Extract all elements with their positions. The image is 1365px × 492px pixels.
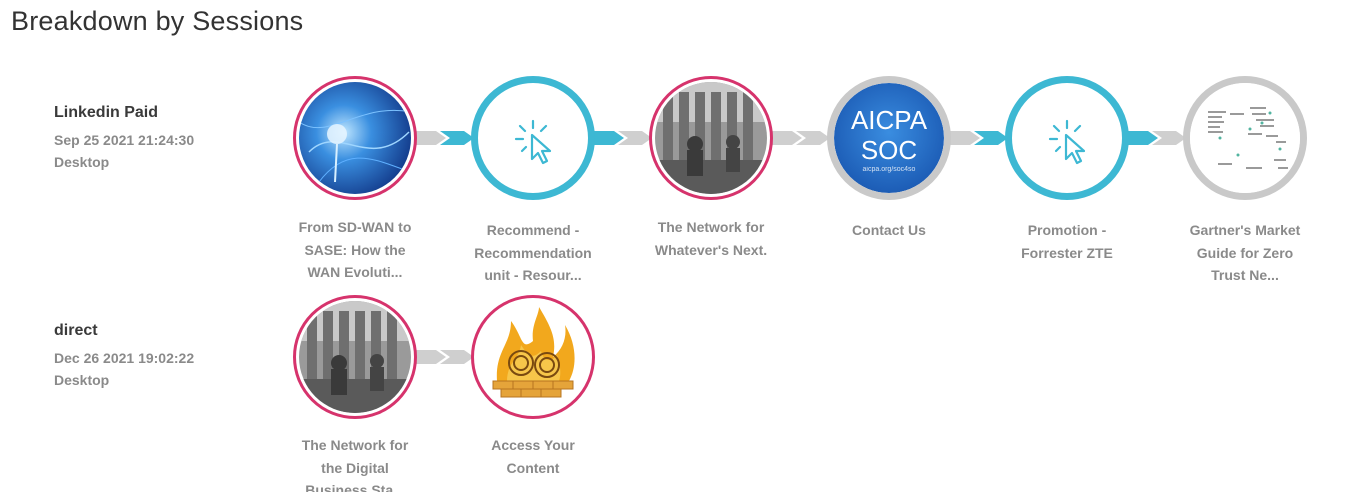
caption-line: Content [506, 459, 560, 476]
step-thumbnail[interactable] [1005, 76, 1129, 200]
session-row: Linkedin Paid Sep 25 2021 21:24:30 Deskt… [0, 76, 1365, 283]
step-thumbnail[interactable] [471, 295, 595, 419]
caption-line: Business Sta... [305, 482, 405, 492]
aicpa-soc-logo: AICPA SOC aicpa.org/soc4so [834, 105, 944, 175]
caption-line: Recommendation [474, 244, 592, 261]
step-thumbnail[interactable] [293, 295, 417, 419]
step-caption: From SD-WAN to SASE: How the WAN Evoluti… [265, 216, 445, 284]
caption-line: WAN Evoluti... [307, 264, 403, 280]
page-title: Breakdown by Sessions [11, 6, 304, 36]
caption-line: From SD-WAN to [298, 219, 412, 235]
step-caption: Recommend - Recommendation unit - Resour… [443, 219, 623, 287]
caption-line: the Digital [321, 459, 389, 476]
caption-line: Guide for Zero [1196, 244, 1294, 261]
caption-line: Whatever's Next. [654, 241, 768, 258]
network-light-image [299, 82, 411, 194]
logo-text: aicpa.org/soc4so [862, 166, 916, 173]
step-thumbnail[interactable] [649, 76, 773, 200]
session-source: direct [54, 322, 98, 339]
step-thumbnail[interactable] [471, 76, 595, 200]
vintage-switchboard-image [655, 82, 767, 194]
caption-line: Promotion - [1027, 222, 1107, 238]
step-caption: The Network for Whatever's Next. [621, 216, 801, 261]
caption-line: Recommend - [486, 222, 580, 238]
session-device: Desktop [54, 154, 110, 170]
flow-arrow [768, 131, 830, 145]
step-thumbnail[interactable] [293, 76, 417, 200]
click-cursor-icon [1048, 119, 1086, 165]
step-caption: Access Your Content [443, 434, 623, 479]
caption-line: unit - Resour... [484, 267, 582, 283]
session-info: Linkedin Paid Sep 25 2021 21:24:30 Deskt… [54, 104, 274, 173]
session-source: Linkedin Paid [54, 104, 159, 121]
session-row: direct Dec 26 2021 19:02:22 Desktop [0, 295, 1365, 492]
click-cursor-icon [514, 119, 552, 165]
step-caption: The Network for the Digital Business Sta… [265, 434, 445, 492]
vintage-switchboard-image [299, 301, 411, 413]
caption-line: Forrester ZTE [1021, 244, 1113, 261]
flow-arrow [412, 350, 474, 364]
session-info: direct Dec 26 2021 19:02:22 Desktop [54, 322, 274, 391]
flow-arrow [412, 131, 474, 145]
step-caption: Promotion - Forrester ZTE [977, 219, 1157, 264]
caption-line: Contact Us [852, 222, 926, 238]
logo-text: SOC [860, 135, 918, 165]
market-guide-chart-image [1190, 83, 1300, 193]
caption-line: Gartner's Market [1189, 222, 1301, 238]
logo-text: AICPA [850, 105, 928, 135]
session-datetime: Sep 25 2021 21:24:30 [54, 132, 195, 148]
session-datetime: Dec 26 2021 19:02:22 [54, 350, 195, 366]
step-caption: Contact Us [799, 219, 979, 242]
firewall-flame-image [492, 307, 575, 398]
caption-line: The Network for [657, 219, 765, 235]
caption-line: Trust Ne... [1211, 267, 1279, 283]
step-thumbnail[interactable]: AICPA SOC aicpa.org/soc4so [827, 76, 951, 200]
caption-line: The Network for [301, 437, 409, 453]
flow-arrow [1124, 131, 1186, 145]
flow-arrow [946, 131, 1008, 145]
flow-arrow [590, 131, 652, 145]
step-caption: Gartner's Market Guide for Zero Trust Ne… [1155, 219, 1335, 287]
caption-line: Access Your [491, 437, 575, 453]
step-thumbnail[interactable] [1183, 76, 1307, 200]
session-device: Desktop [54, 372, 110, 388]
caption-line: SASE: How the [304, 241, 406, 258]
